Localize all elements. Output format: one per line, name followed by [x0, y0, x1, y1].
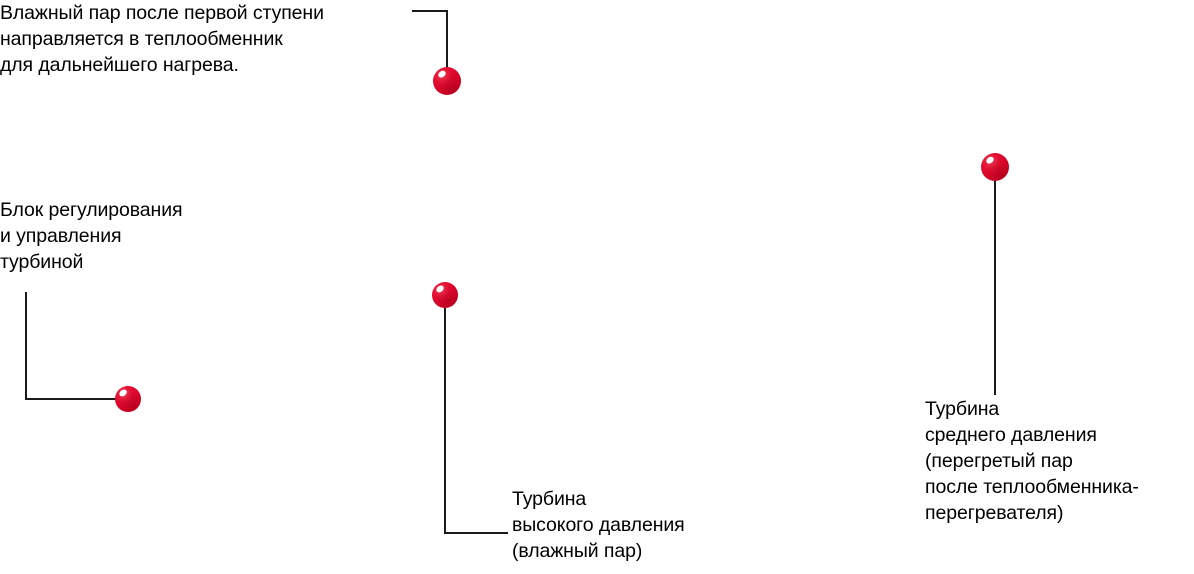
callout-label-high-pressure-turbine: Турбина высокого давления (влажный пар) — [512, 488, 685, 562]
pin-highlight-icon — [435, 283, 446, 294]
leader-line-turbine-control-unit — [25, 292, 117, 400]
callout-label-medium-pressure-turbine: Турбина среднего давления (перегретый па… — [925, 398, 1139, 524]
marker-pin-wet-steam-heat-exchanger[interactable] — [433, 67, 461, 95]
marker-pin-medium-pressure-turbine[interactable] — [981, 153, 1009, 181]
leader-line-wet-steam-heat-exchanger — [412, 10, 448, 70]
callout-label-turbine-control-unit: Блок регулирования и управления турбиной — [0, 199, 183, 273]
pin-highlight-icon — [436, 68, 448, 79]
marker-pin-high-pressure-turbine[interactable] — [432, 282, 458, 308]
marker-pin-turbine-control-unit[interactable] — [115, 386, 141, 412]
pin-highlight-icon — [118, 387, 129, 398]
pin-highlight-icon — [984, 154, 996, 165]
leader-line-high-pressure-turbine — [444, 306, 508, 534]
callout-label-wet-steam-heat-exchanger: Влажный пар после первой ступени направл… — [0, 2, 324, 76]
